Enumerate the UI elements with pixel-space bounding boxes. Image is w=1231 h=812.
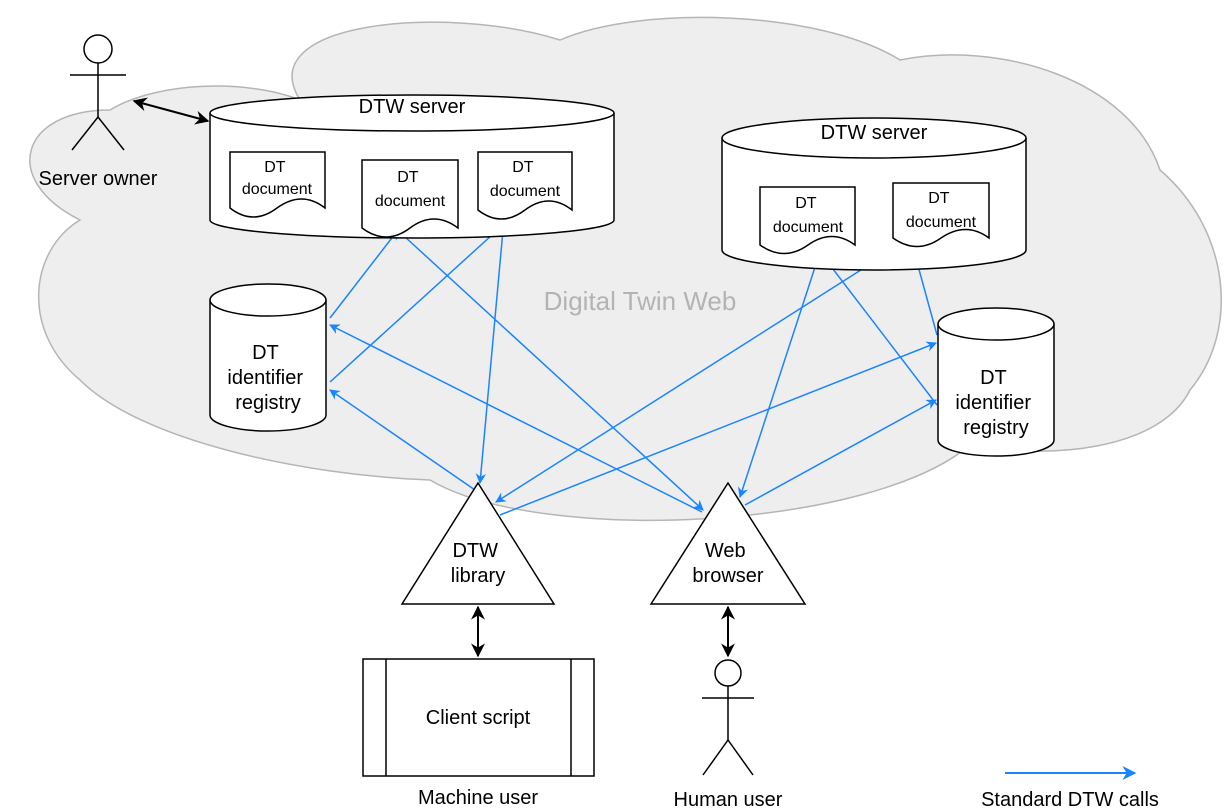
machine-user-label: Machine user [418, 787, 538, 809]
server-1-title: DTW server [359, 96, 466, 118]
dt-document-2: DT document [361, 159, 459, 238]
svg-text:DT document: DT document [906, 190, 977, 231]
svg-text:DTW library: DTW library [451, 540, 505, 587]
registry1-line2: identifier [227, 367, 303, 389]
call-doc2-browser [403, 235, 704, 511]
doc5-line1: DT [928, 190, 950, 207]
doc2-line1: DT [397, 169, 419, 186]
dt-identifier-registry-1: DT identifier registry [209, 283, 327, 432]
svg-text:DT document: DT document [242, 159, 313, 198]
client-script-label: Client script [426, 707, 531, 729]
call-browser-registry1 [329, 324, 703, 513]
browser-line2: browser [692, 565, 763, 587]
registry1-line3: registry [235, 392, 301, 414]
doc4-line1: DT [795, 195, 817, 212]
call-doc5-library [495, 239, 909, 503]
human-user-actor [702, 659, 754, 776]
doc5-line2: document [906, 214, 977, 231]
call-library-doc2 [329, 229, 399, 319]
server-owner-actor [70, 34, 126, 151]
doc1-line1: DT [264, 159, 286, 176]
dt-document-1: DT document [229, 151, 326, 218]
call-browser-registry2 [744, 399, 937, 506]
doc3-line2: document [490, 183, 561, 200]
dt-document-4: DT document [759, 186, 856, 255]
registry2-line3: registry [963, 417, 1029, 439]
local-connections [132, 97, 735, 658]
svg-text:DT document: DT document [490, 159, 561, 200]
dt-identifier-registry-2: DT identifier registry [937, 307, 1055, 457]
doc2-line2: document [375, 193, 446, 210]
doc3-line1: DT [512, 159, 534, 176]
owner-server-arrow [132, 97, 210, 125]
client-script: Client script [362, 658, 595, 777]
server-owner-label: Server owner [39, 168, 158, 190]
human-user-label: Human user [674, 789, 783, 811]
cloud-label: Digital Twin Web [544, 286, 737, 316]
svg-text:DT identifier regi: DT identifier registry [227, 342, 308, 414]
registry1-line1: DT [252, 342, 278, 364]
library-line1: DTW [452, 540, 498, 562]
call-library-registry2 [499, 341, 937, 516]
doc4-line2: document [773, 219, 844, 236]
server-2-title: DTW server [821, 122, 928, 144]
call-doc4-browser [737, 257, 819, 498]
browser-line1: Web [705, 540, 746, 562]
svg-text:DT identifier regi: DT identifier registry [955, 367, 1036, 439]
registry2-line1: DT [980, 367, 1006, 389]
call-library-doc3-down [475, 229, 504, 485]
dt-document-3: DT document [477, 151, 573, 220]
library-line2: library [451, 565, 505, 587]
web-browser: Web browser [649, 481, 807, 605]
call-library-doc3 [329, 224, 504, 383]
legend: Standard DTW calls [981, 766, 1159, 811]
svg-text:Web browser: Web browser [692, 540, 763, 587]
call-registry2-doc4 [822, 255, 938, 406]
svg-text:DT document: DT document [773, 195, 844, 236]
dt-document-5: DT document [892, 182, 990, 248]
call-library-registry1 [329, 389, 476, 491]
legend-label: Standard DTW calls [981, 789, 1159, 811]
dtw-library: DTW library [400, 481, 556, 605]
svg-text:DT document: DT document [375, 169, 446, 210]
registry2-line2: identifier [955, 392, 1031, 414]
doc1-line2: document [242, 181, 313, 198]
